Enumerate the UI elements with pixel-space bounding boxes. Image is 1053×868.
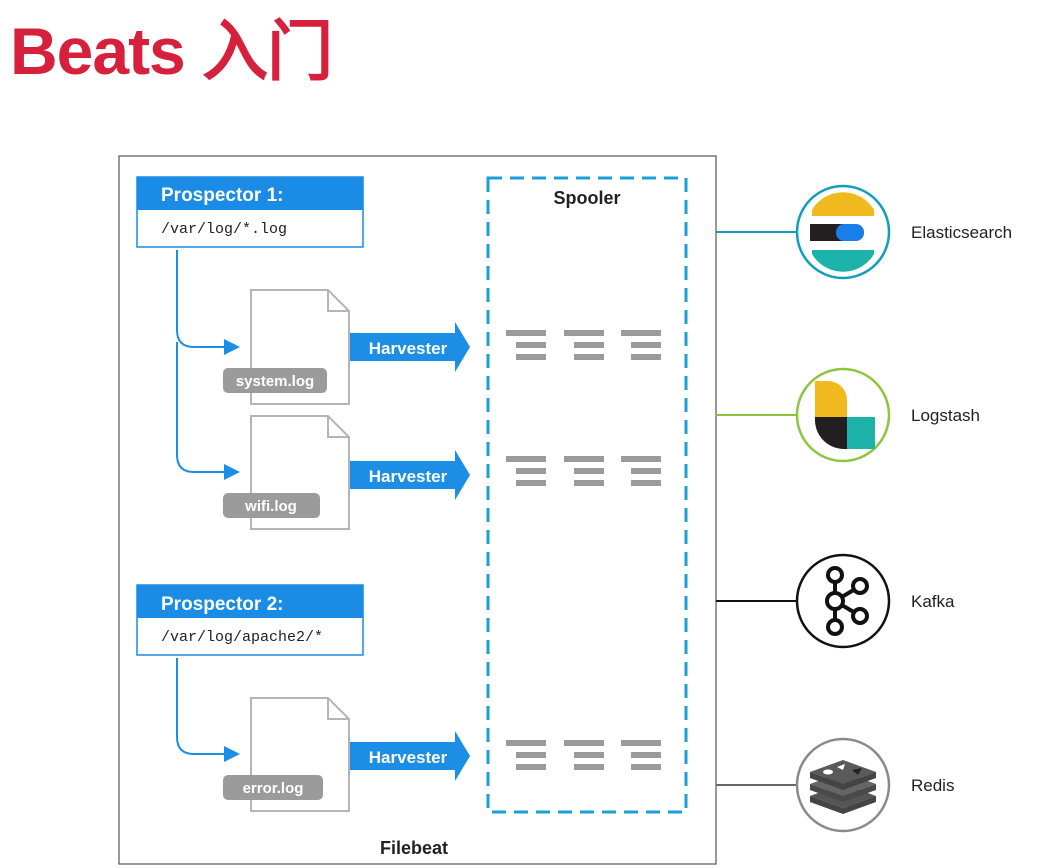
page-title: Beats 入门 bbox=[10, 14, 333, 88]
file-name-wifi-log: wifi.log bbox=[244, 498, 297, 515]
connector-error-log bbox=[176, 658, 240, 762]
output-elasticsearch: Elasticsearch bbox=[795, 184, 1012, 280]
output-logstash: Logstash bbox=[795, 367, 980, 463]
output-label-kafka: Kafka bbox=[911, 592, 955, 611]
prospector-1-header bbox=[137, 177, 363, 210]
output-kafka: Kafka bbox=[795, 553, 955, 649]
event-stack-icon bbox=[506, 330, 546, 360]
output-label-redis: Redis bbox=[911, 776, 954, 795]
file-error-log: error.log bbox=[223, 697, 350, 812]
event-stack-icon bbox=[564, 740, 604, 770]
file-label-bg bbox=[223, 368, 327, 393]
connector-wifi-log bbox=[176, 342, 240, 480]
event-stack-icon bbox=[621, 330, 661, 360]
prospector-2-header bbox=[137, 585, 363, 618]
spooler-events-row-2 bbox=[506, 456, 661, 486]
prospector-1-path: /var/log/*.log bbox=[161, 221, 287, 238]
harvester-1: Harvester bbox=[350, 322, 470, 372]
prospector-1-label: Prospector 1: bbox=[161, 185, 283, 206]
event-stack-icon bbox=[506, 456, 546, 486]
harvester-arrow-shape bbox=[350, 731, 470, 781]
harvester-3-label: Harvester bbox=[369, 748, 448, 767]
harvester-arrow-shape bbox=[350, 450, 470, 500]
connector-system-log bbox=[176, 250, 240, 355]
file-system-log: system.log bbox=[223, 289, 350, 405]
prospector-connectors bbox=[176, 250, 240, 762]
prospector-2: Prospector 2: /var/log/apache2/* bbox=[136, 584, 364, 656]
event-stack-icon bbox=[564, 456, 604, 486]
file-label-bg bbox=[223, 493, 320, 518]
output-redis: Redis bbox=[795, 737, 954, 833]
spooler-events-row-3 bbox=[506, 740, 661, 770]
spooler-events-row-1 bbox=[506, 330, 661, 360]
event-stack-icon bbox=[506, 740, 546, 770]
spooler-label: Spooler bbox=[553, 188, 620, 208]
event-stack-icon bbox=[621, 456, 661, 486]
prospector-2-label: Prospector 2: bbox=[161, 594, 283, 615]
spooler-box bbox=[486, 176, 688, 814]
file-name-error-log: error.log bbox=[243, 780, 304, 797]
harvester-1-label: Harvester bbox=[369, 339, 448, 358]
file-name-system-log: system.log bbox=[236, 373, 314, 390]
output-label-logstash: Logstash bbox=[911, 406, 980, 425]
redis-icon bbox=[810, 760, 876, 814]
kafka-icon bbox=[825, 566, 869, 636]
prospector-1: Prospector 1: /var/log/*.log bbox=[136, 176, 364, 248]
logstash-icon bbox=[815, 381, 875, 449]
prospector-2-path: /var/log/apache2/* bbox=[161, 629, 323, 646]
file-label-bg bbox=[223, 775, 323, 800]
harvester-2: Harvester bbox=[350, 450, 470, 500]
harvester-arrow-shape bbox=[350, 322, 470, 372]
elasticsearch-icon bbox=[810, 192, 874, 272]
event-stack-icon bbox=[621, 740, 661, 770]
output-label-elasticsearch: Elasticsearch bbox=[911, 223, 1012, 242]
harvester-3: Harvester bbox=[350, 731, 470, 781]
harvester-2-label: Harvester bbox=[369, 467, 448, 486]
filebeat-label: Filebeat bbox=[380, 838, 448, 858]
file-wifi-log: wifi.log bbox=[223, 415, 350, 530]
event-stack-icon bbox=[564, 330, 604, 360]
